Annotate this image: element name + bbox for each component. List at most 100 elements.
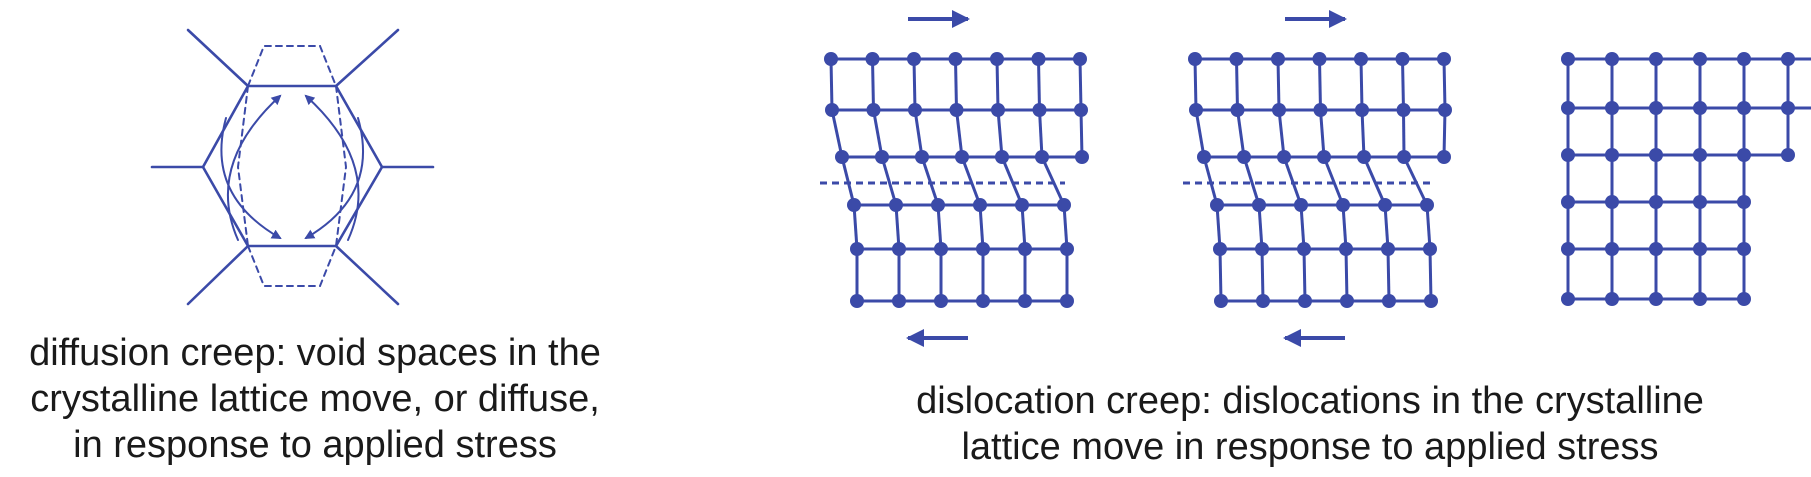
lattice-bond: [830, 109, 844, 158]
lattice-atom: [1397, 150, 1411, 164]
lattice-atom: [1312, 52, 1327, 66]
caption-line: in response to applied stress: [73, 424, 557, 466]
grain-boundary-lower-left: [186, 244, 250, 306]
lattice-atom: [850, 242, 864, 256]
lattice-atom: [990, 52, 1004, 66]
deformed-grain-outline-dashed: [247, 245, 337, 287]
lattice-atom: [1605, 195, 1619, 209]
lattice-bond: [1402, 156, 1429, 206]
lattice-atom: [1737, 52, 1751, 66]
lattice-atom: [973, 198, 987, 212]
lattice-atom: [1605, 101, 1619, 115]
lattice-bond: [1277, 109, 1286, 158]
lattice-atom: [865, 52, 880, 66]
lattice-bond: [872, 109, 884, 158]
lattice-atom: [889, 198, 903, 212]
lattice-atom: [915, 150, 929, 164]
lattice-atom: [1252, 198, 1266, 212]
lattice-atom: [1438, 103, 1452, 117]
lattice-atom: [1294, 198, 1308, 212]
lattice-bond: [1360, 109, 1366, 158]
lattice-bond: [1193, 58, 1198, 111]
lattice-atom: [1737, 148, 1751, 162]
lattice-atom: [875, 150, 889, 164]
lattice-bond: [1401, 58, 1405, 111]
lattice-atom: [850, 294, 864, 308]
lattice-atom: [1381, 242, 1395, 256]
lattice-atom: [955, 150, 969, 164]
lattice-atom: [1256, 294, 1270, 308]
lattice-atom: [1693, 101, 1707, 115]
lattice-bond: [920, 156, 940, 206]
lattice-bond: [1194, 109, 1206, 158]
diffusion-grain-diagram: [150, 28, 435, 306]
lattice-atom: [824, 52, 838, 66]
lattice-bond: [880, 156, 898, 206]
lattice-atom: [1396, 103, 1411, 117]
lattice-atom: [1230, 103, 1245, 117]
lattice-bond: [1282, 156, 1303, 206]
lattice-atom: [1649, 242, 1663, 256]
lattice-atom: [1018, 242, 1032, 256]
lattice-bond: [954, 58, 958, 111]
lattice-bond: [1425, 204, 1432, 250]
lattice-atom: [1437, 150, 1451, 164]
lattice-atom: [1693, 52, 1707, 66]
lattice-atom: [1313, 103, 1328, 117]
lattice-atom: [866, 103, 881, 117]
lattice-atom: [1420, 198, 1434, 212]
lattice-bond: [1318, 58, 1322, 111]
lattice-atom: [1649, 292, 1663, 306]
lattice-atom: [1424, 294, 1438, 308]
lattice-before-slip: [824, 52, 1089, 308]
lattice-bond: [1040, 156, 1066, 206]
lattice-atom: [1255, 242, 1269, 256]
lattice-atom: [1378, 198, 1392, 212]
lattice-bond: [1235, 58, 1239, 111]
lattice-bond: [1215, 204, 1222, 250]
caption-line: crystalline lattice move, or diffuse,: [30, 378, 600, 420]
caption-line: dislocation creep: dislocations in the c…: [916, 380, 1704, 422]
caption-diffusion-creep: diffusion creep: void spaces in the crys…: [0, 330, 630, 468]
lattice-atom: [1357, 150, 1371, 164]
lattice-during-slip: [1188, 52, 1452, 308]
lattice-atom: [825, 103, 839, 117]
lattice-atom: [1561, 52, 1575, 66]
lattice-atom: [1382, 294, 1396, 308]
lattice-atom: [1781, 52, 1795, 66]
lattice-bond: [1020, 204, 1027, 250]
lattice-atom: [1693, 292, 1707, 306]
lattice-atom: [931, 198, 945, 212]
lattice-atom: [1605, 52, 1619, 66]
lattice-atom: [1737, 242, 1751, 256]
lattice-atom: [892, 294, 906, 308]
lattice-bond: [1319, 109, 1326, 158]
lattice-atom: [1188, 52, 1202, 66]
lattice-atom: [1649, 195, 1663, 209]
lattice-bond: [1386, 248, 1391, 302]
lattice-atom: [835, 150, 849, 164]
lattice-atom: [1035, 150, 1049, 164]
deformed-grain-outline-dashed: [236, 85, 249, 247]
lattice-bond: [1257, 204, 1264, 250]
lattice-bond: [840, 156, 856, 206]
lattice-atom: [1277, 150, 1291, 164]
lattice-atom: [1018, 294, 1032, 308]
diffusion-arrow-upper-left: [226, 94, 282, 241]
lattice-bond: [913, 109, 924, 158]
lattice-bond: [1276, 58, 1281, 111]
lattice-bond: [1322, 156, 1345, 206]
lattice-bond: [1242, 156, 1261, 206]
lattice-atom: [892, 242, 906, 256]
lattice-atom: [1561, 242, 1575, 256]
lattice-atom: [1214, 294, 1228, 308]
lattice-atom: [1210, 198, 1224, 212]
lattice-bond: [1344, 248, 1349, 302]
lattice-atom: [1074, 103, 1088, 117]
lattice-atom: [1737, 195, 1751, 209]
lattice-atom: [1213, 242, 1227, 256]
diffusion-arrow-upper-right: [304, 94, 360, 241]
lattice-atom: [1197, 150, 1211, 164]
lattice-atom: [1057, 198, 1071, 212]
lattice-atom: [934, 242, 948, 256]
